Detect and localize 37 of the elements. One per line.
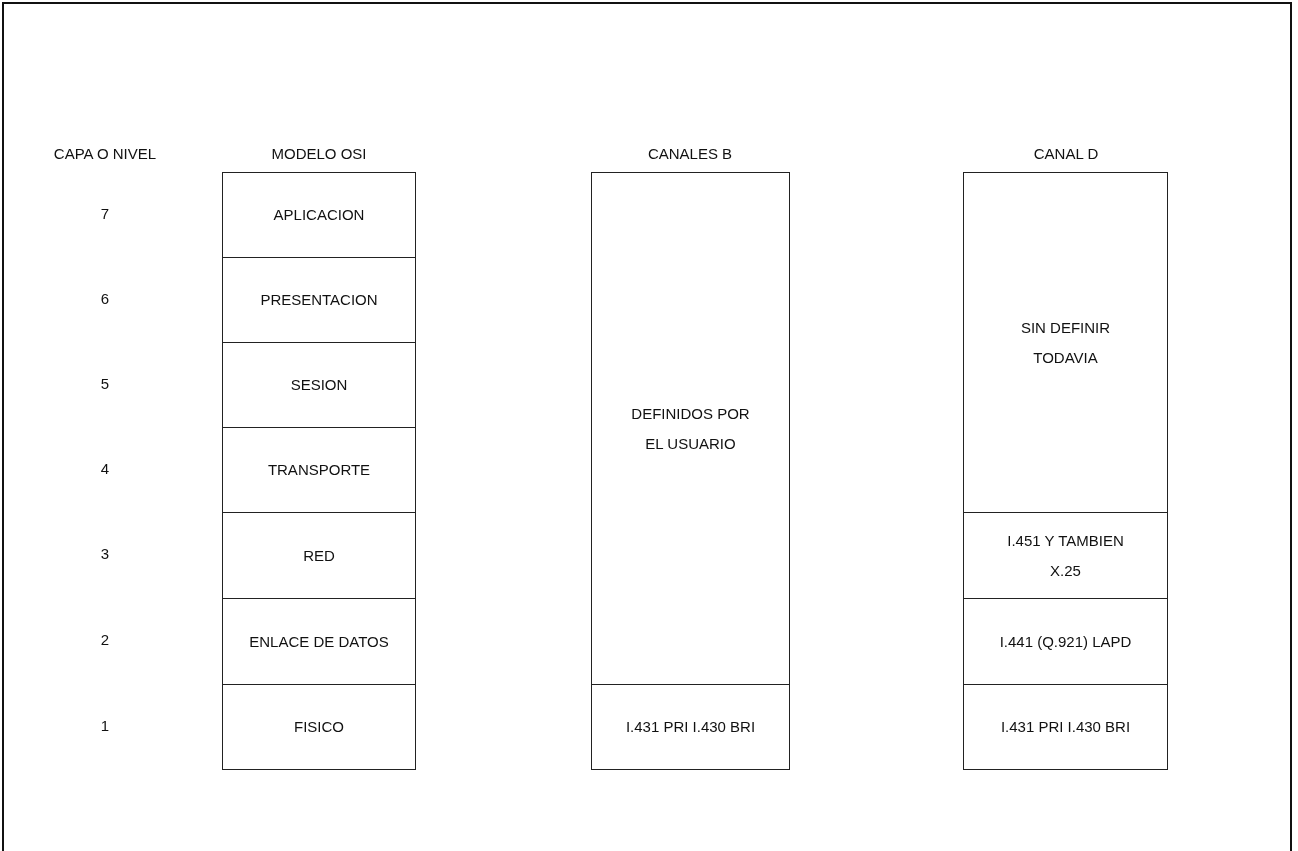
box-text: RED — [302, 545, 336, 566]
layer-box — [963, 598, 1168, 685]
layer-number: 4 — [100, 459, 110, 477]
box-text: TRANSPORTE — [266, 460, 372, 480]
box-text: FISICO — [293, 717, 345, 737]
box-text: DEFINIDOS POR EL USUARIO — [630, 403, 751, 454]
box-text: I.431 PRI I.430 BRI — [999, 717, 1132, 737]
layer-box — [222, 427, 416, 513]
box-text: I.451 Y TAMBIEN X.25 — [1006, 530, 1125, 581]
layer-box — [591, 684, 790, 770]
layer-box — [963, 172, 1168, 513]
layer-number: 3 — [100, 545, 110, 562]
box-text: I.431 PRI I.430 BRI — [624, 717, 757, 737]
layer-box — [222, 598, 416, 685]
layer-number: 5 — [100, 374, 110, 392]
box-text: APLICACION — [272, 205, 366, 225]
layer-box — [222, 684, 416, 770]
column-header: CANALES B — [647, 145, 733, 162]
box-text: SIN DEFINIR TODAVIA — [1019, 317, 1112, 368]
layer-number: 7 — [100, 204, 110, 222]
box-text: SESION — [289, 375, 349, 395]
layer-box — [222, 257, 416, 343]
layer-box — [222, 342, 416, 428]
box-text: I.441 (Q.921) LAPD — [998, 631, 1133, 652]
layer-number: 1 — [100, 716, 110, 734]
column-header: MODELO OSI — [271, 145, 367, 162]
box-text: PRESENTACION — [259, 290, 379, 310]
layer-box — [963, 512, 1168, 599]
column-header: CAPA O NIVEL — [53, 145, 157, 162]
layer-number: 2 — [100, 631, 110, 648]
layer-box — [222, 172, 416, 258]
layer-box — [591, 172, 790, 685]
box-text: ENLACE DE DATOS — [248, 631, 390, 652]
layer-box — [963, 684, 1168, 770]
column-header: CANAL D — [1033, 145, 1099, 162]
layer-number: 6 — [100, 289, 110, 307]
layer-box — [222, 512, 416, 599]
